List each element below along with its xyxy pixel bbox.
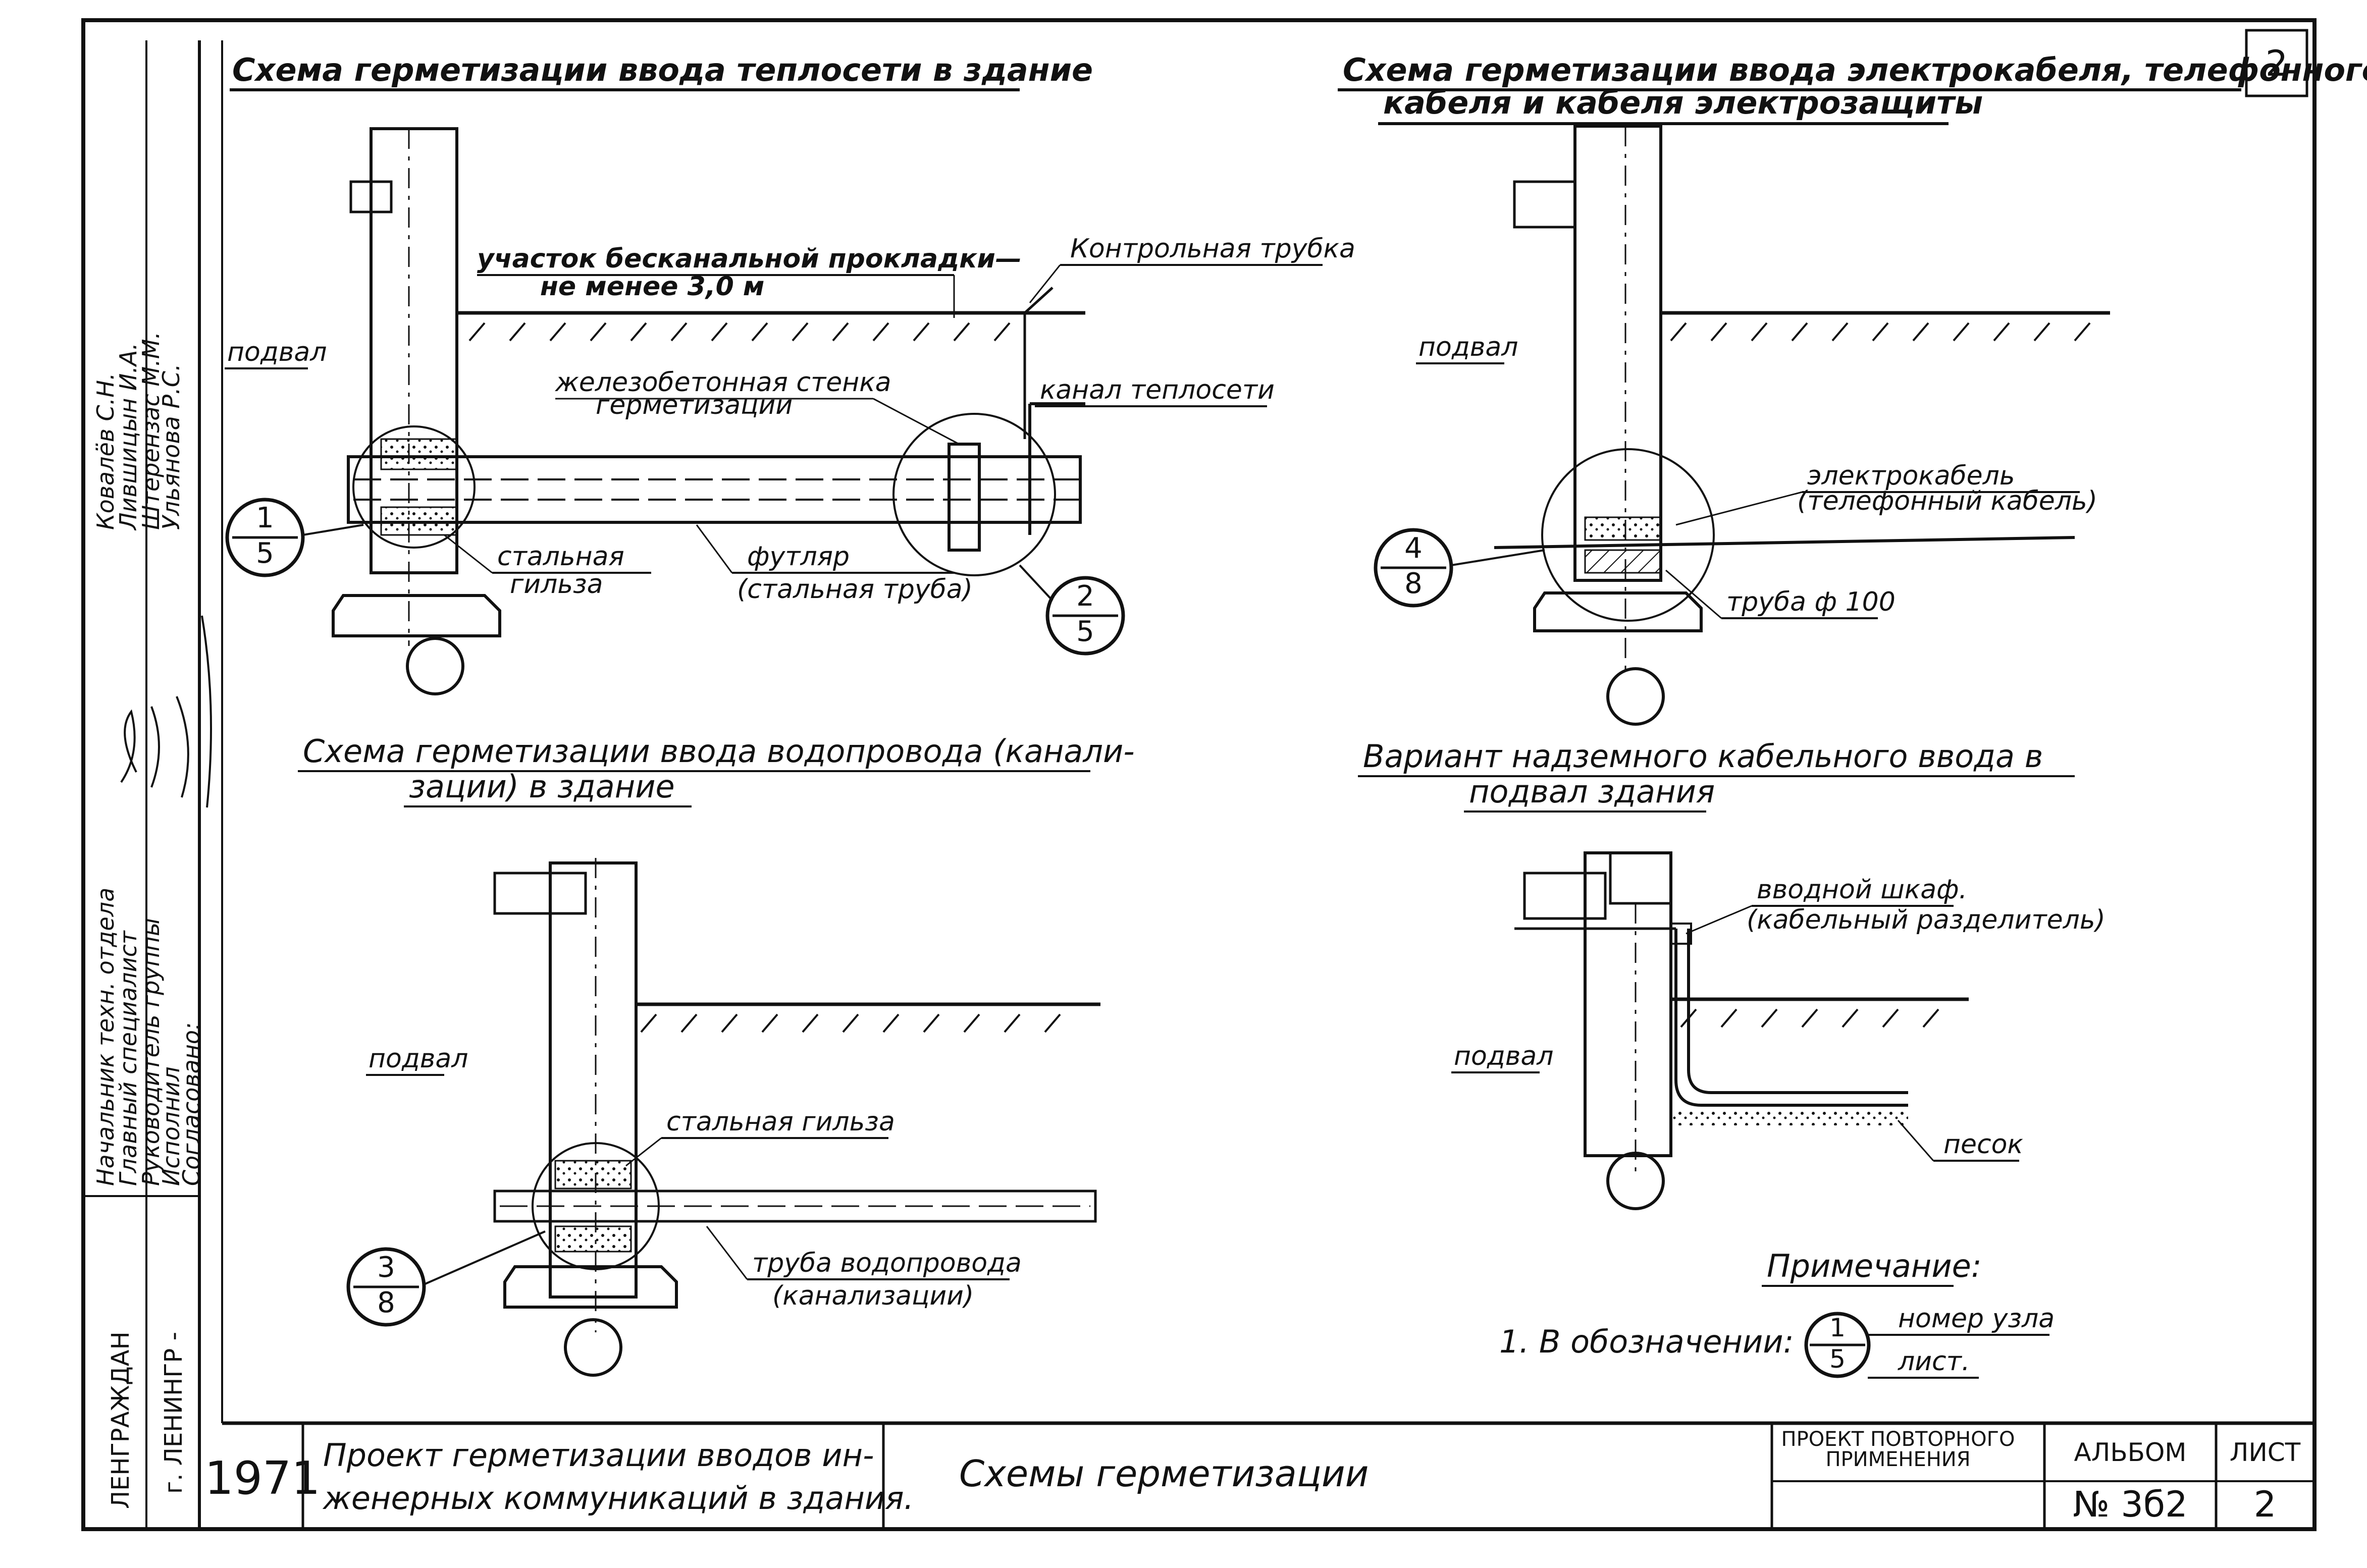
water-scheme: Схема герметизации ввода водопровода (ка… [298, 733, 1135, 1377]
cable-label-pipe: труба ф 100 [1726, 587, 1896, 617]
heat-node2-marker: 2 5 [1019, 564, 1125, 656]
side-name-4: Ульянова Р.С. [157, 364, 185, 530]
cable-label-basement: подвал [1418, 332, 1518, 362]
tb-project: Проект герметизации вводов ин- [323, 1437, 874, 1474]
tb-sheet-label: ЛИСТ [2230, 1438, 2301, 1467]
heat-drain-circle [406, 637, 464, 695]
svg-text:8: 8 [377, 1286, 395, 1319]
water-label-sleeve: стальная гильза [666, 1107, 895, 1137]
water-node-marker: 3 8 [346, 1230, 546, 1327]
tb-sheet-no: 2 [2254, 1484, 2277, 1525]
tb-year: 1971 [204, 1452, 320, 1505]
note-label-node: номер узла [1898, 1304, 2055, 1334]
heat-label-channel: канал теплосети [1040, 375, 1275, 405]
water-label-pipe: труба водопровода [752, 1248, 1022, 1278]
cable-label-cable2: (телефонный кабель) [1797, 486, 2097, 516]
cable-title: Схема герметизации ввода электрокабеля, … [1343, 51, 2367, 88]
cable-label-cable: электрокабель [1807, 461, 2015, 491]
heat-title: Схема герметизации ввода теплосети в зда… [232, 51, 1093, 88]
tb-type: ПРОЕКТ ПОВТОРНОГО [1781, 1428, 2015, 1451]
water-node-zone [532, 1142, 660, 1270]
side-role-4: Исполнил [157, 1066, 185, 1186]
side-role-1: Начальник техн. отдела [92, 888, 119, 1186]
side-stamp: ЛЕНГРАЖДАН г. ЛЕНИНГР - Начальник техн. … [92, 332, 212, 1509]
svg-text:4: 4 [1404, 532, 1423, 565]
cable-node-zone [1541, 448, 1715, 622]
cable-title2: кабеля и кабеля электрозащиты [1383, 84, 1983, 121]
heat-label-sleeve: стальная [497, 542, 624, 572]
svg-text:5: 5 [1829, 1344, 1846, 1374]
overhead-label-basement: подвал [1454, 1041, 1554, 1071]
corner-sheet-box [2245, 29, 2308, 97]
heat-node1-zone [352, 425, 476, 549]
svg-text:5: 5 [256, 537, 274, 570]
side-name-2: Лившицын И.А. [115, 343, 142, 531]
heat-label-wall: железобетонная стенка [555, 367, 891, 398]
side-role-5: Согласовано: [178, 1022, 205, 1186]
cable-scheme: Схема герметизации ввода электрокабеля, … [1338, 51, 2367, 726]
side-name-3: Штерензас М.М. [137, 332, 165, 530]
tb-project2: женерных коммуникаций в здания. [322, 1480, 914, 1517]
heat-node2-zone [892, 413, 1056, 576]
side-role-2: Главный специалист [115, 930, 142, 1186]
heat-label-section: участок бесканальной прокладки— [477, 244, 1022, 274]
cable-node-marker: 4 8 [1374, 528, 1545, 608]
note-label-sheet: лист. [1898, 1346, 1970, 1377]
water-label-pipe2: (канализации) [772, 1281, 974, 1311]
heat-node1-marker: 1 5 [225, 498, 364, 577]
heat-label-section2: не менее 3,0 м [540, 272, 764, 302]
water-title: Схема герметизации ввода водопровода (ка… [303, 733, 1135, 770]
svg-text:3: 3 [377, 1251, 395, 1284]
svg-text:8: 8 [1404, 567, 1423, 600]
outer-frame [81, 18, 2317, 1531]
side-name-1: Ковалёв С.Н. [92, 373, 119, 530]
heat-label-control: Контрольная трубка [1070, 234, 1355, 264]
heat-case-pipe [347, 455, 1082, 524]
overhead-label-cabinet2: (кабельный разделитель) [1747, 905, 2106, 935]
overhead-scheme: Вариант надземного кабельного ввода в по… [1358, 738, 2106, 1210]
side-role-3: Руководитель группы [137, 918, 165, 1186]
svg-text:1: 1 [256, 502, 274, 534]
overhead-label-cabinet: вводной шкаф. [1757, 875, 1967, 905]
heat-wall [370, 127, 458, 574]
overhead-drain-circle [1606, 1152, 1665, 1210]
side-city: г. ЛЕНИНГР - [160, 1332, 188, 1494]
signatures [120, 615, 212, 808]
note: Примечание: 1. В обозначении: 1 5 номер … [1499, 1248, 2055, 1379]
water-label-basement: подвал [369, 1044, 468, 1074]
overhead-title: Вариант надземного кабельного ввода в [1363, 738, 2043, 775]
tb-type2: ПРИМЕНЕНИЯ [1825, 1448, 1970, 1471]
heat-scheme: Схема герметизации ввода теплосети в зда… [225, 51, 1355, 695]
svg-text:5: 5 [1076, 615, 1094, 648]
heat-label-basement: подвал [227, 337, 327, 367]
svg-text:2: 2 [1076, 580, 1094, 613]
tb-album-label: АЛЬБОМ [2074, 1438, 2187, 1467]
overhead-title2: подвал здания [1469, 773, 1715, 810]
note-heading: Примечание: [1767, 1248, 1982, 1284]
note-text: 1. В обозначении: [1499, 1323, 1794, 1360]
water-title2: зации) в здание [409, 768, 675, 805]
note-node-marker: 1 5 [1804, 1312, 1871, 1378]
water-drain-circle [564, 1318, 622, 1377]
side-org: ЛЕНГРАЖДАН [107, 1331, 135, 1509]
cable-drain-circle [1606, 667, 1665, 726]
svg-text:1: 1 [1829, 1313, 1846, 1342]
tb-album-no: № 3б2 [2073, 1484, 2187, 1525]
title-block: 1971 Проект герметизации вводов ин- жене… [204, 1421, 2315, 1529]
overhead-label-sand: песок [1943, 1129, 2023, 1160]
tb-sheet-title: Схемы герметизации [959, 1452, 1369, 1495]
heat-label-sleeve2: гильза [510, 569, 603, 600]
heat-label-case2: (стальная труба) [737, 574, 973, 605]
corner-sheet-number: 2 [2266, 43, 2288, 84]
heat-label-case: футляр [747, 542, 850, 572]
heat-label-wall2: герметизации [596, 390, 793, 420]
